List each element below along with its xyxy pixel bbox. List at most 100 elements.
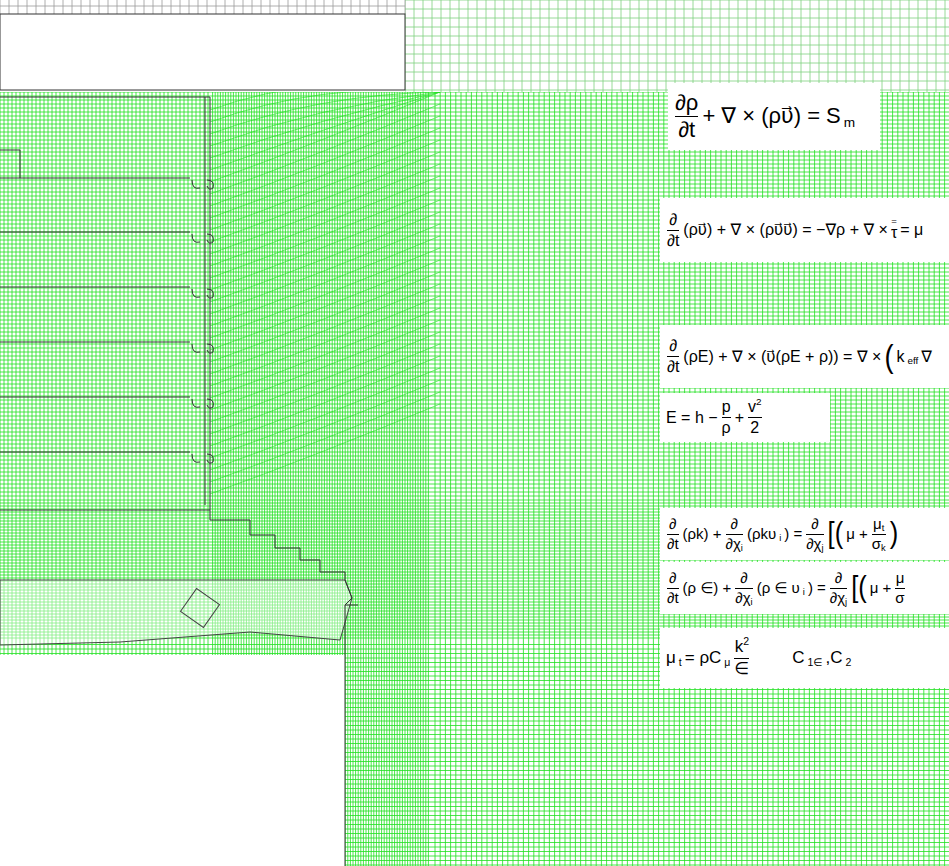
equation-row: ∂∂t(ρE) + ∇ × (υ⃗(ρE + ρ)) = ∇ ×(keff∇ <box>666 337 932 375</box>
fraction-bar <box>735 588 752 589</box>
fraction-denominator: ∂χj <box>830 590 847 607</box>
fraction: v22 <box>747 398 763 436</box>
fraction: ∂ ∂χi <box>734 570 753 606</box>
equation-term: ∂ <box>669 516 676 533</box>
tensor-symbol: =τ <box>891 218 897 241</box>
basement-zone <box>0 580 352 645</box>
fraction-denominator: σ <box>895 590 904 607</box>
equation-term: (ρυ⃗) + ∇ × (ρυ⃗υ⃗) = −∇ρ + ∇ × <box>683 221 888 239</box>
fraction-bar <box>667 230 679 231</box>
subscript: m <box>844 115 855 130</box>
equation-row: ∂∂t(ρ ∈) +∂∂χi(ρ ∈ υi) =∂∂χj[(μ +μσ <box>666 570 906 606</box>
mesh-grid-coarse <box>405 0 949 92</box>
inlet-square <box>181 589 220 628</box>
equation-term: ∂χ <box>830 590 845 607</box>
subscript: i <box>779 533 781 543</box>
fraction-bar <box>722 417 731 418</box>
superscript: 2 <box>756 397 762 408</box>
equation-term: (ρkυ <box>747 526 776 543</box>
fraction-numerator: μ <box>896 570 905 587</box>
equation-box: ∂ρ∂t+ ∇ × (ρυ⃗) = Sm <box>668 83 880 150</box>
subscript: t <box>679 657 682 669</box>
equation-term: ∂t <box>667 358 679 376</box>
fraction-numerator: ∂ <box>835 570 842 587</box>
fraction-denominator: ∈ <box>734 660 749 679</box>
fraction-numerator: ∂ <box>731 516 738 533</box>
equation-term: ∂ <box>811 516 818 533</box>
fraction-numerator: ∂ <box>740 570 747 587</box>
equation-term: σ <box>895 590 904 607</box>
large-bracket: ( <box>884 341 893 372</box>
fraction-numerator: ∂ <box>669 516 676 533</box>
equation-term: ∂ <box>669 337 677 355</box>
building-outline <box>0 97 210 510</box>
fraction: μσ <box>894 570 905 606</box>
fraction-denominator: ∂χi <box>735 590 752 607</box>
subscript: 1∈ <box>808 657 823 669</box>
fraction-denominator: 2 <box>750 419 759 437</box>
fraction-numerator: ∂ρ <box>675 91 698 115</box>
mesh-grid-band <box>0 0 405 14</box>
equation-term: (ρ ∈) + <box>683 580 732 597</box>
equation-term: ∂ <box>669 570 676 587</box>
subscript: i <box>751 597 753 607</box>
equation-term: C <box>792 649 804 668</box>
equation-box: ∂∂t(ρ ∈) +∂∂χi(ρ ∈ υi) =∂∂χj[(μ +μσ <box>660 562 949 614</box>
large-bracket: ) <box>890 519 899 548</box>
fraction-denominator: ∂t <box>667 232 679 250</box>
equation-term: E = h − <box>666 409 718 427</box>
equation-term: k <box>896 348 904 366</box>
spacer <box>753 658 789 659</box>
equation-row: ∂ ∂t(ρυ⃗) + ∇ × (ρυ⃗υ⃗) = −∇ρ + ∇ ×=τ= μ <box>666 211 923 249</box>
equation-term: ∂χ <box>806 536 821 553</box>
subscript: μ <box>724 657 730 669</box>
tensor-mark: = <box>891 218 897 224</box>
fraction-numerator: v2 <box>748 398 762 416</box>
subscript: j <box>845 597 847 607</box>
balcony-hooks <box>192 180 213 463</box>
subscript: eff <box>907 356 918 367</box>
fraction-bar <box>872 534 886 535</box>
superscript: 2 <box>743 636 749 648</box>
fraction-bar <box>895 588 904 589</box>
fraction-numerator: ∂ <box>669 337 677 355</box>
equation-term: μ + <box>846 526 868 543</box>
equation-term: μ + <box>870 580 892 597</box>
fraction-bar <box>726 534 743 535</box>
equation-term: ∈ <box>734 660 749 679</box>
equation-term: = μ <box>900 221 923 239</box>
equation-term: μ <box>873 516 882 533</box>
subscript: j <box>821 543 823 553</box>
equation-term: (ρk) + <box>683 526 722 543</box>
equation-term: ρ <box>722 419 731 437</box>
equation-term: ∂χ <box>726 536 741 553</box>
equation-term: ∂ <box>731 516 738 533</box>
fraction-bar <box>667 534 679 535</box>
wall-block <box>0 14 405 90</box>
fraction-bar <box>675 116 698 117</box>
fraction-numerator: p <box>722 398 731 416</box>
equation-box: ∂∂t(ρE) + ∇ × (υ⃗(ρE + ρ)) = ∇ ×(keff∇ <box>660 325 949 388</box>
fraction: ∂ ∂t <box>666 570 680 606</box>
equation-row: ∂∂t(ρk) +∂∂χi(ρkυi) =∂∂χj[(μ +μtσk) <box>666 516 898 552</box>
fraction-denominator: ∂χj <box>806 536 823 553</box>
fraction-numerator: μt <box>873 516 884 533</box>
stepped-outline <box>210 510 358 866</box>
subscript: t <box>882 523 885 533</box>
equation-term: ∂t <box>678 118 695 142</box>
equation-term: k <box>735 638 744 657</box>
subscript: 2 <box>846 657 852 669</box>
equation-box: E = h −pρ+v22 <box>660 393 830 442</box>
equation-term: μ <box>666 649 676 668</box>
fraction-denominator: ∂t <box>667 590 679 607</box>
equation-term: ∇ <box>921 348 932 366</box>
equation-box: ∂ ∂t(ρυ⃗) + ∇ × (ρυ⃗υ⃗) = −∇ρ + ∇ ×=τ= μ <box>660 198 949 262</box>
fraction-numerator: ∂ <box>669 211 677 229</box>
equation-term: ∂ <box>669 211 677 229</box>
fraction: ∂∂t <box>666 516 680 552</box>
large-bracket: [( <box>851 573 867 602</box>
fraction: ∂∂χi <box>725 516 744 552</box>
fraction-bar <box>667 356 679 357</box>
equation-term: (ρ ∈ υ <box>757 580 800 597</box>
fraction-denominator: ρ <box>722 419 731 437</box>
